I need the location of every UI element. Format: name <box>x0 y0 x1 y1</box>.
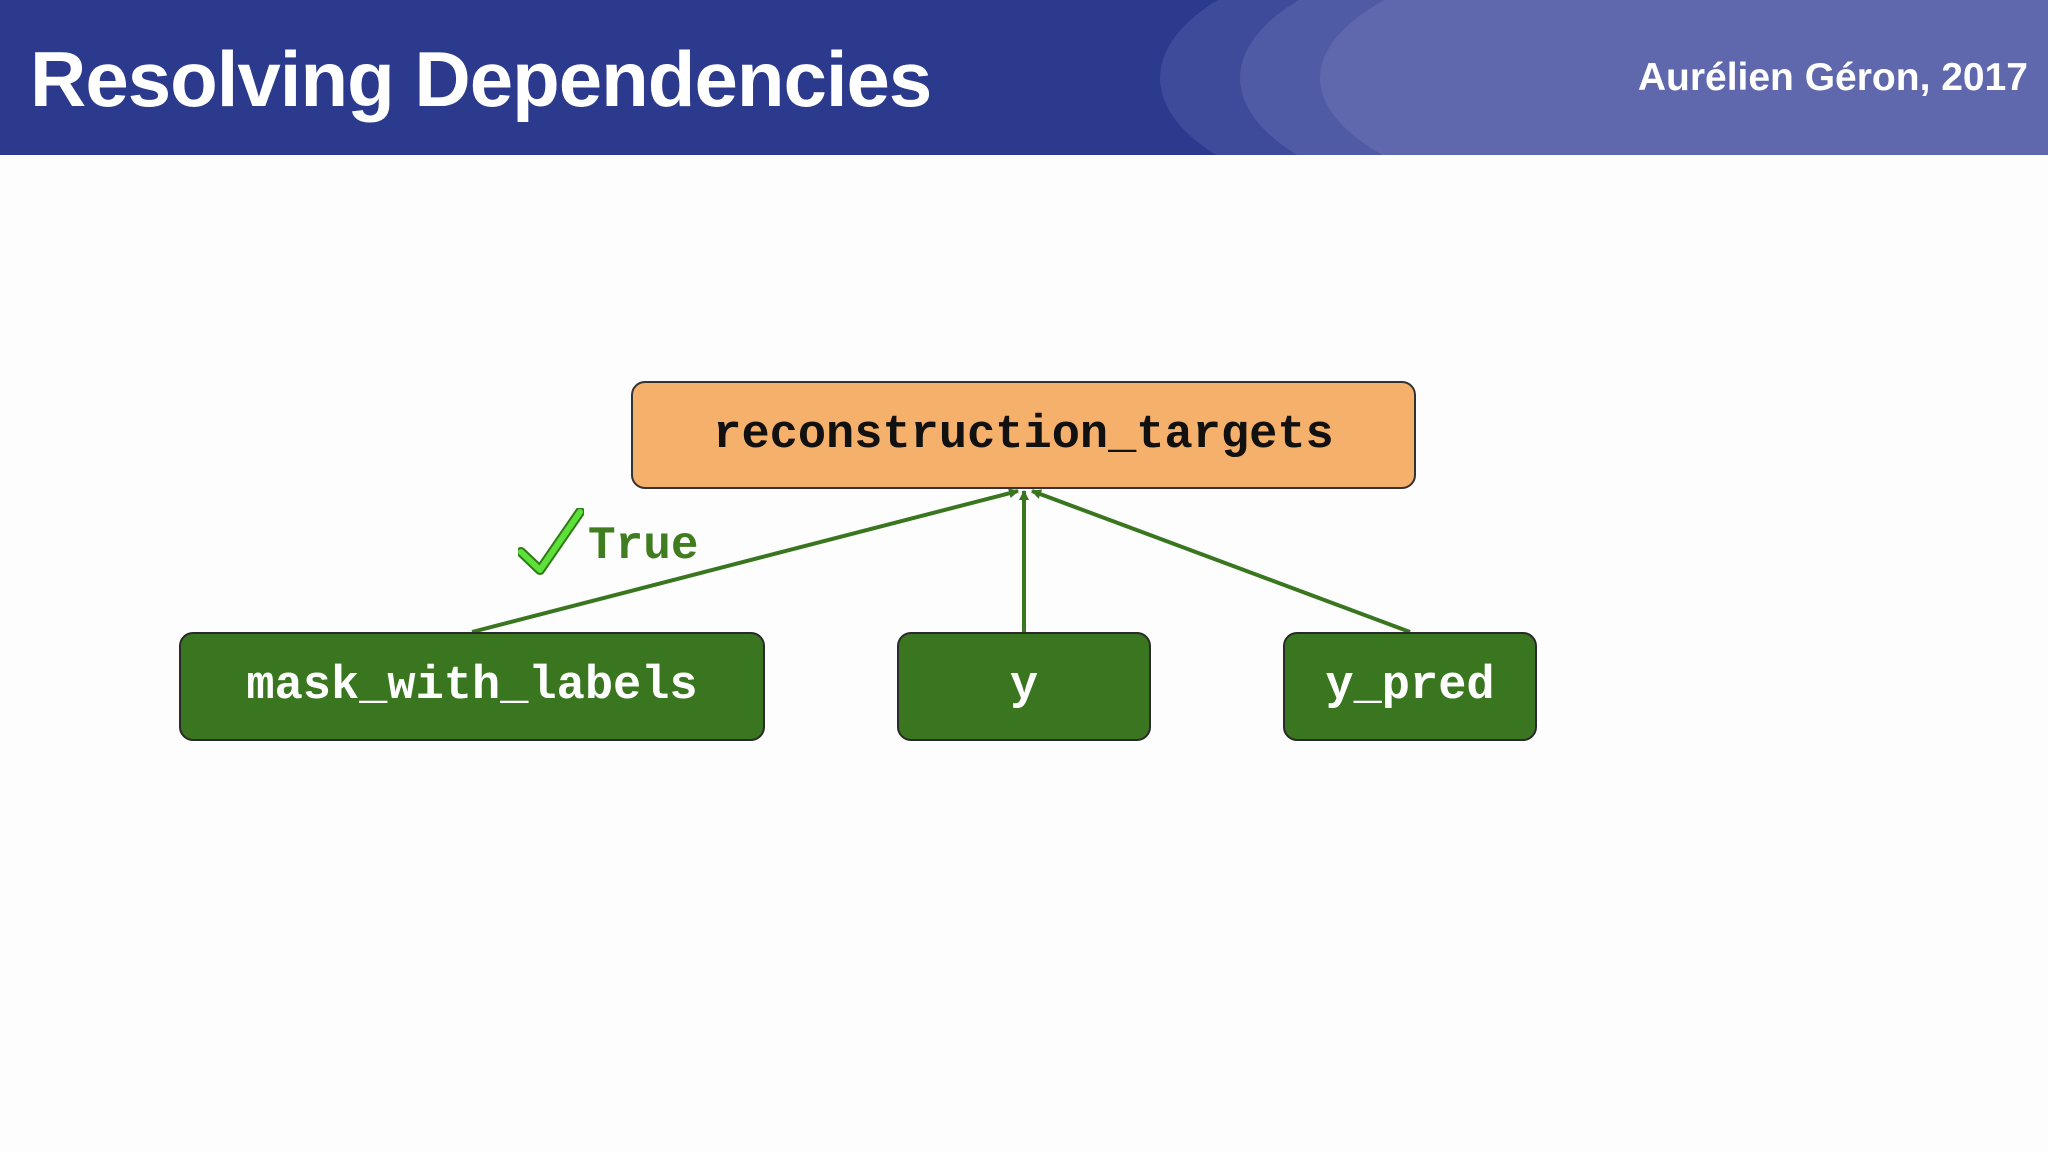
node-y: y <box>897 632 1151 741</box>
edge-mask-with-labels-to-target <box>471 488 1019 634</box>
node-mask-with-labels: mask_with_labels <box>179 632 765 741</box>
edge-status-label: True <box>588 520 699 572</box>
slide-header: Resolving Dependencies Aurélien Géron, 2… <box>0 0 2048 155</box>
header-decoration <box>1160 0 2048 155</box>
edge-y-pred-to-target <box>1031 489 1411 634</box>
node-label: mask_with_labels <box>246 660 698 713</box>
author-credit: Aurélien Géron, 2017 <box>1637 56 2028 99</box>
slide-title: Resolving Dependencies <box>30 35 932 123</box>
node-y-pred: y_pred <box>1283 632 1537 741</box>
header-arc-fill <box>1800 0 2048 155</box>
node-reconstruction-targets: reconstruction_targets <box>631 381 1416 489</box>
node-label: reconstruction_targets <box>713 408 1334 462</box>
node-label: y <box>1009 660 1039 713</box>
node-label: y_pred <box>1325 660 1495 713</box>
checkmark-icon <box>518 508 584 575</box>
